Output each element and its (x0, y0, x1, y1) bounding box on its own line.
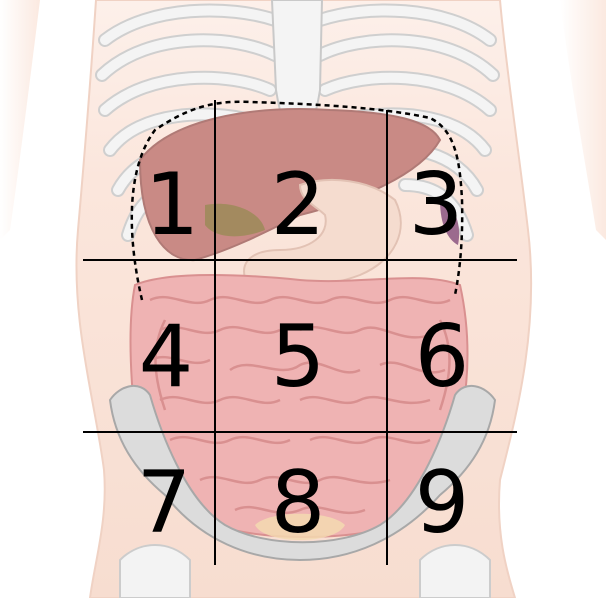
region-label-2: 2 (271, 155, 326, 255)
femur-right (419, 544, 491, 598)
region-label-7: 7 (137, 453, 192, 553)
spleen (440, 200, 460, 245)
gallbladder (205, 203, 265, 237)
right-arm (560, 0, 606, 240)
rib-cage (95, 3, 500, 242)
region-label-3: 3 (409, 155, 464, 255)
region-label-4: 4 (139, 307, 194, 407)
left-arm (0, 0, 40, 240)
region-labels: 1 2 3 4 5 6 7 8 9 (137, 155, 470, 553)
femur-left (119, 544, 191, 598)
region-grid (83, 100, 517, 565)
bladder (255, 513, 345, 540)
region-label-9: 9 (415, 453, 470, 553)
region-label-1: 1 (145, 155, 200, 255)
pelvis (108, 385, 497, 562)
region-label-6: 6 (415, 307, 470, 407)
region-label-5: 5 (271, 307, 326, 407)
region-label-8: 8 (271, 453, 326, 553)
diaphragm-outline (130, 100, 464, 301)
